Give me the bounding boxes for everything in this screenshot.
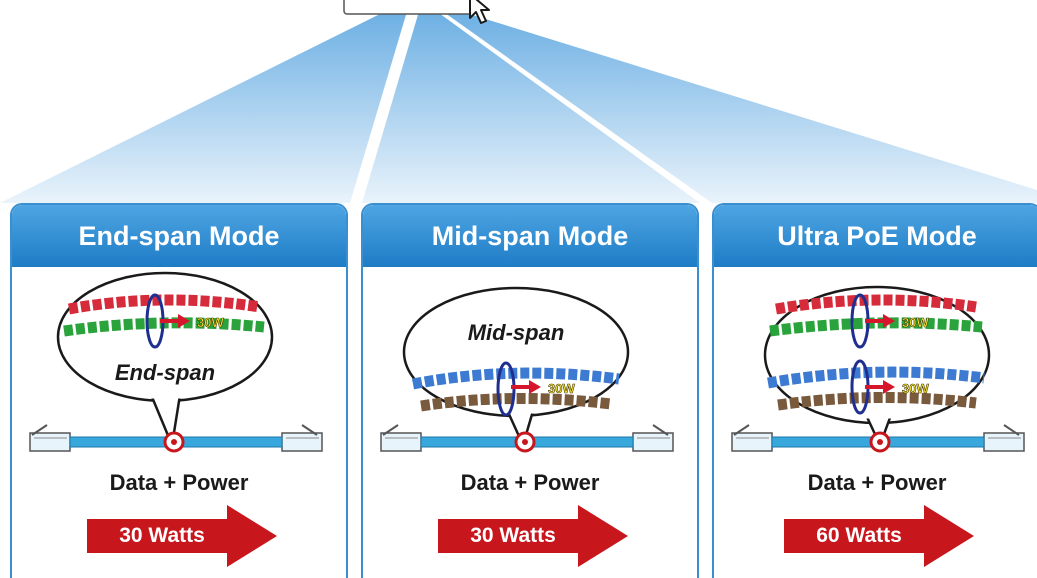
green-wire [769, 317, 983, 337]
end-span-power-arrow: 30 Watts [87, 505, 277, 567]
mid-span-power-arrow: 30 Watts [438, 505, 628, 567]
blue-wire [411, 367, 620, 390]
mid-span-panel: Mid-span Mode Mid-span 30W Data + Power [361, 203, 699, 578]
ultra-poe-power-arrow: 60 Watts [784, 505, 974, 567]
end-span-power-label: 30 Watts [119, 524, 205, 547]
mid-span-illustration: Mid-span 30W [380, 286, 674, 453]
power-flow-arrow-icon [865, 380, 895, 394]
power-arrow-icon [784, 505, 974, 567]
end-span-panel: End-span Mode 30W End-span Data + Power [10, 203, 348, 578]
brown-wire [777, 391, 977, 411]
mid-span-title: Mid-span Mode [363, 205, 697, 267]
ultra-poe-panel: Ultra PoE Mode 30W 30W [712, 203, 1037, 578]
mid-span-bubble-label: Mid-span [468, 320, 565, 345]
end-span-bubble-label: End-span [115, 360, 215, 385]
end-span-title: End-span Mode [12, 205, 346, 267]
rj45-connector-icon [731, 424, 1025, 452]
beam-middle [362, 8, 700, 203]
mid-span-power-label: 30 Watts [470, 524, 556, 547]
power-arrow-icon [438, 505, 628, 567]
end-span-watt-label: 30W [197, 315, 224, 330]
ultra-poe-illustration: 30W 30W [731, 285, 1025, 453]
blue-wire [767, 366, 985, 389]
power-arrow-icon [87, 505, 277, 567]
rj45-connector-icon [380, 424, 674, 452]
power-flow-arrow-icon [511, 380, 541, 394]
ultra-poe-caption: Data + Power [807, 470, 947, 495]
ultra-poe-watt-label-lower: 30W [902, 381, 929, 396]
power-flow-arrow-icon [865, 314, 895, 328]
beam-right [438, 8, 1037, 203]
ultra-poe-watt-label-upper: 30W [902, 315, 929, 330]
power-flow-arrow-icon [160, 314, 190, 328]
mid-span-watt-label: 30W [548, 381, 575, 396]
red-wire [68, 294, 261, 315]
beam-left [0, 8, 408, 203]
red-wire [775, 294, 977, 315]
end-span-caption: Data + Power [109, 470, 249, 495]
end-span-illustration: 30W End-span [29, 271, 323, 453]
mid-span-caption: Data + Power [460, 470, 600, 495]
mode-selector-box[interactable] [343, 0, 473, 15]
mouse-cursor-icon [469, 0, 490, 24]
ultra-poe-title: Ultra PoE Mode [714, 205, 1037, 267]
ultra-poe-power-label: 60 Watts [816, 524, 902, 547]
